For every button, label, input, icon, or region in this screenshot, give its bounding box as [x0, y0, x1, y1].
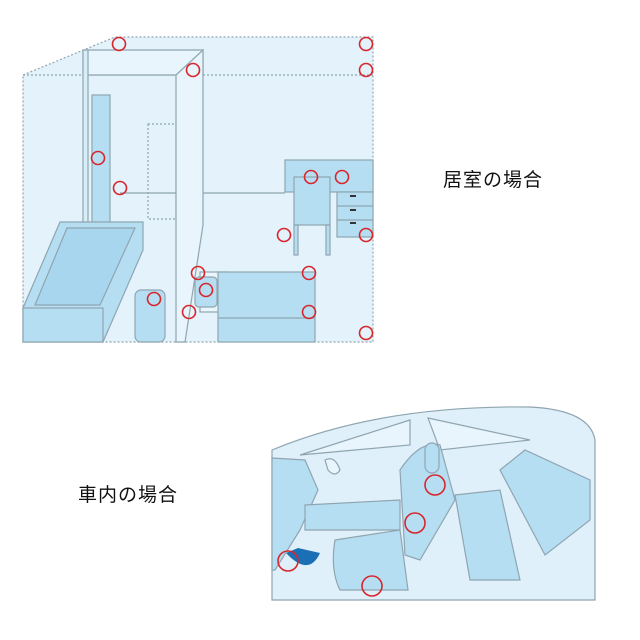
marker — [90, 150, 106, 166]
marker — [301, 304, 317, 320]
marker — [358, 227, 374, 243]
marker — [198, 282, 214, 298]
marker — [361, 575, 383, 597]
marker — [276, 227, 292, 243]
marker — [424, 474, 446, 496]
marker — [303, 169, 319, 185]
steering-wheel — [324, 458, 341, 475]
car-markers — [277, 474, 446, 597]
room-markers — [90, 36, 374, 341]
room-illustration — [22, 36, 374, 343]
marker — [277, 550, 299, 572]
marker — [111, 36, 127, 52]
headrest — [424, 442, 440, 474]
pillow — [194, 276, 218, 308]
marker — [112, 180, 128, 196]
car-case-label: 車内の場合 — [78, 484, 179, 506]
marker — [185, 62, 201, 78]
marker — [190, 265, 206, 281]
toilet — [134, 289, 166, 343]
bed — [217, 271, 316, 343]
marker — [358, 62, 374, 78]
marker — [358, 325, 374, 341]
arrow-icon — [286, 548, 320, 566]
marker — [181, 304, 197, 320]
marker — [358, 36, 374, 52]
marker — [334, 169, 350, 185]
chair — [293, 176, 331, 226]
pillar — [175, 48, 204, 343]
door — [91, 94, 111, 226]
dashboard — [271, 457, 319, 571]
marker — [146, 291, 162, 307]
marker — [404, 512, 426, 534]
front-seat-cushion — [332, 529, 409, 591]
marker — [301, 265, 317, 281]
car-illustration — [271, 406, 596, 601]
rear-seat — [499, 449, 591, 556]
room-case-label: 居室の場合 — [443, 169, 544, 191]
